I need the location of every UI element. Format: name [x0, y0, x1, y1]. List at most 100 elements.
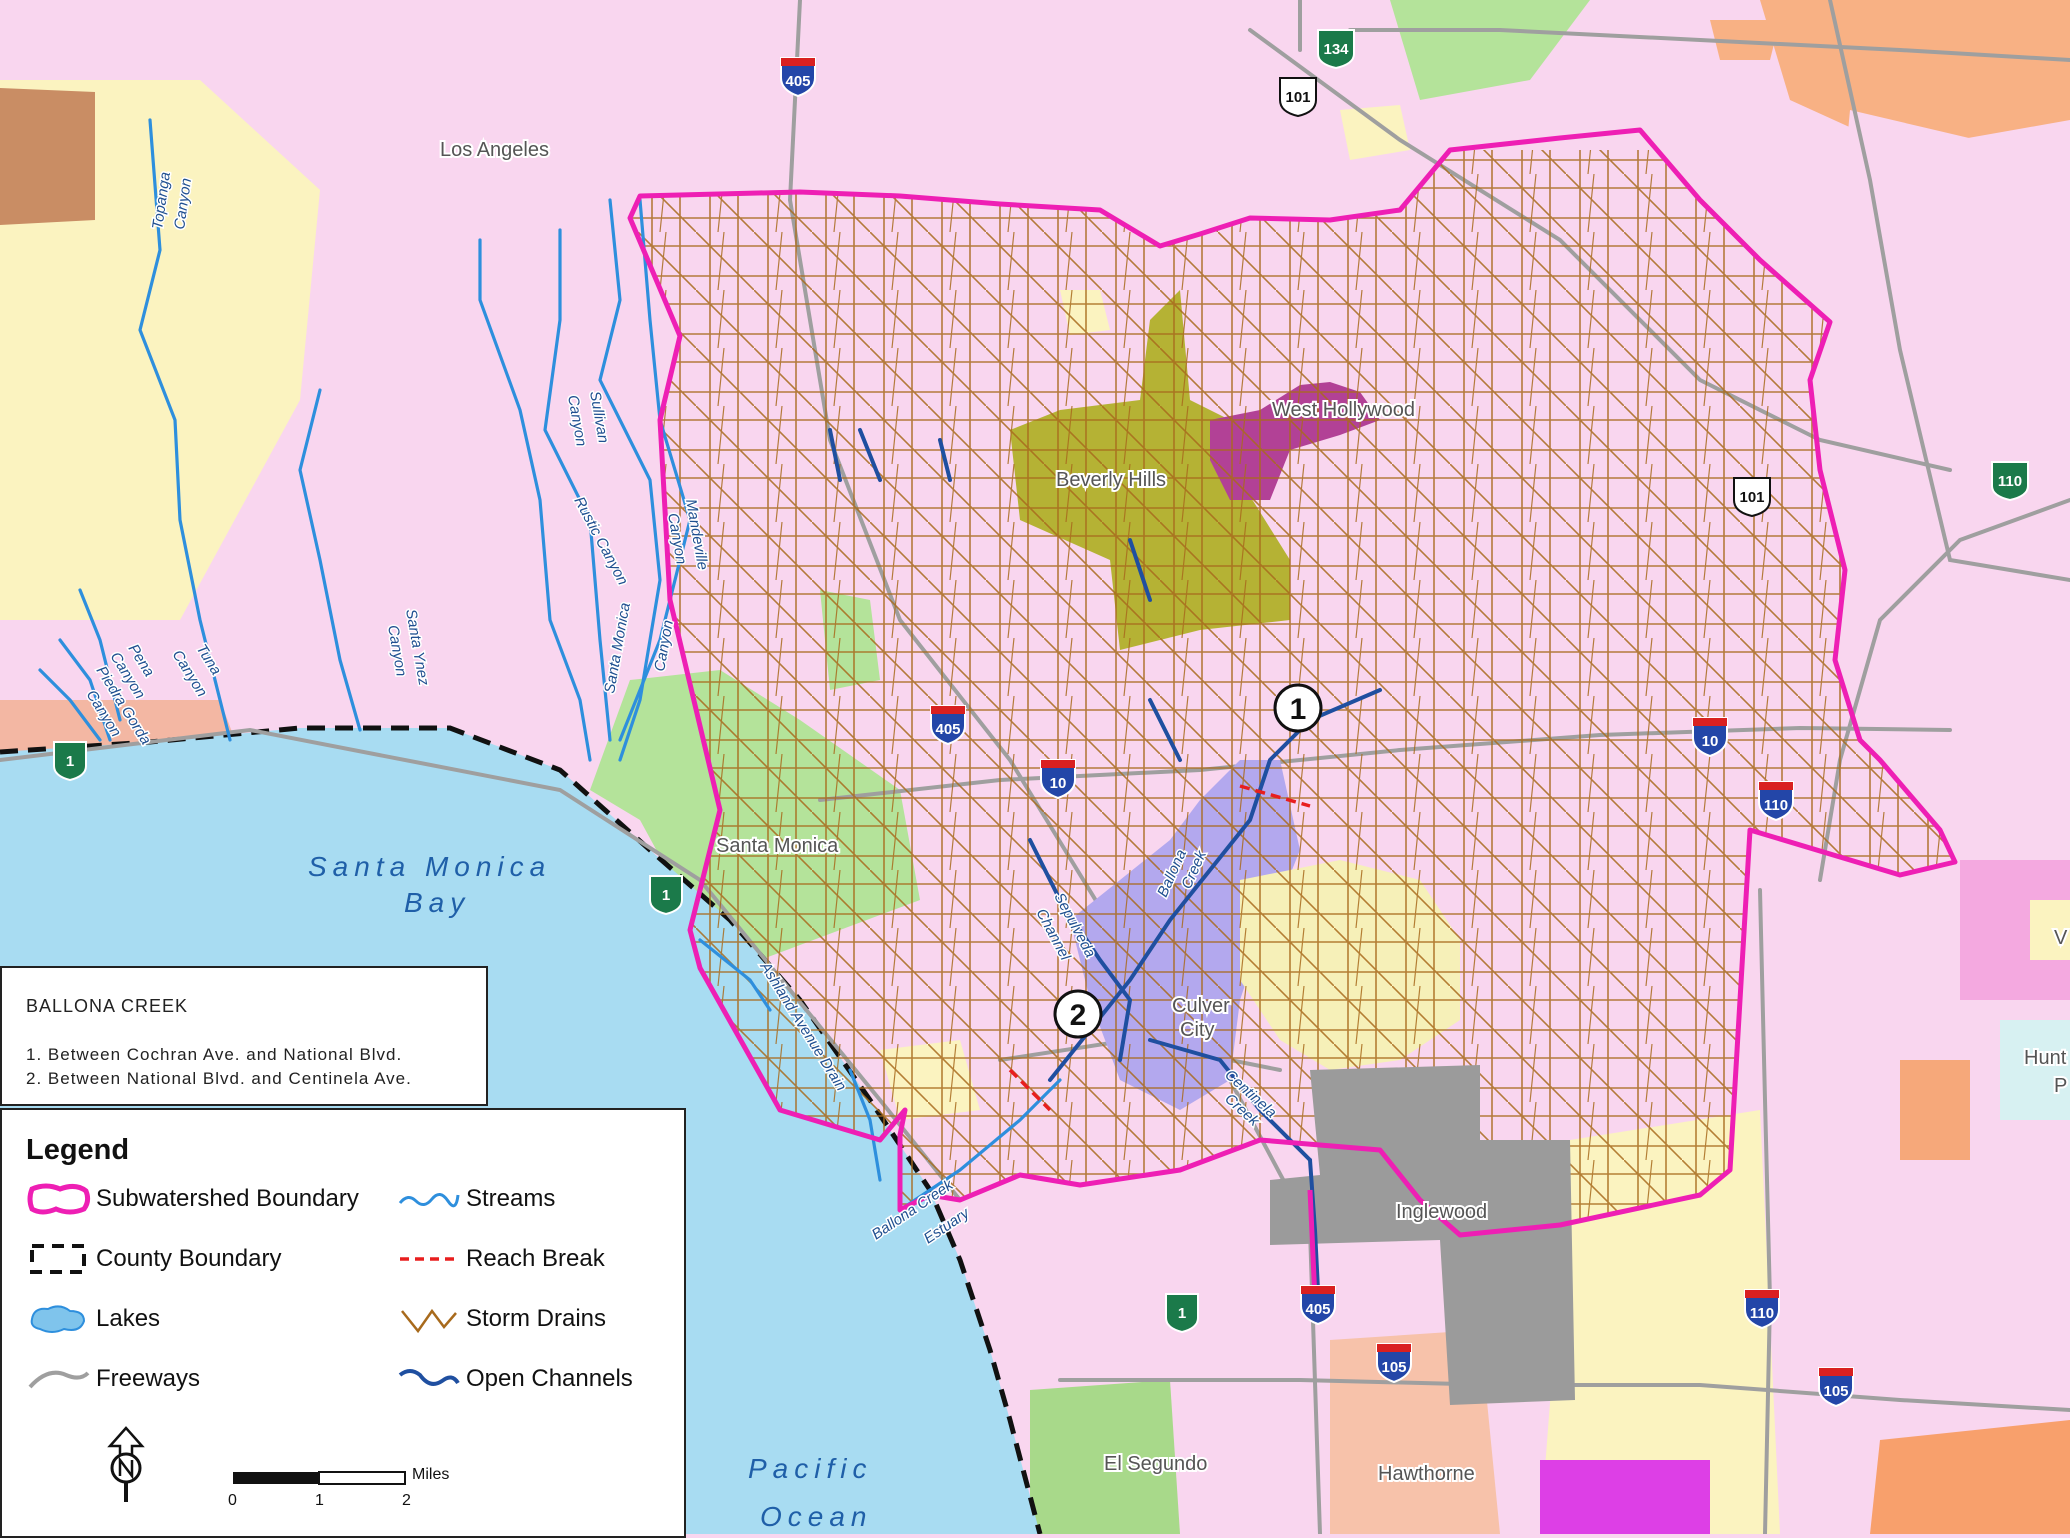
- legend-item-freeways: Freeways: [26, 1361, 396, 1397]
- pink-east-patch: [1960, 860, 2070, 1000]
- legend-label-freeways: Freeways: [96, 1365, 201, 1392]
- label-v-partial: V: [2054, 927, 2068, 949]
- svg-text:1: 1: [662, 887, 670, 904]
- legend-label-storm-drains: Storm Drains: [466, 1305, 607, 1332]
- label-hunt-partial: Hunt: [2024, 1047, 2067, 1069]
- centinela-channel: [1148, 1038, 1312, 1162]
- svg-text:110: 110: [1764, 797, 1788, 814]
- reach-break-2: [1008, 1068, 1052, 1112]
- legend-item-subwatershed: Subwatershed Boundary: [26, 1181, 396, 1217]
- reach-marker-2: 2: [1053, 989, 1103, 1039]
- freeways-icon: [28, 1370, 90, 1389]
- label-inglewood: Inglewood: [1396, 1201, 1487, 1223]
- north-arrow-icon: [107, 1426, 145, 1502]
- state-shield-1-mid: 1: [649, 875, 683, 916]
- freeway-110-south: [1758, 888, 1773, 1534]
- freeway-east-ne: [1828, 0, 2070, 582]
- legend-label-subwatershed: Subwatershed Boundary: [96, 1185, 359, 1212]
- streams-icon: [398, 1193, 460, 1208]
- orange-south-east: [1870, 1420, 2070, 1534]
- state-shield-134: 134: [1317, 29, 1355, 70]
- svg-text:405: 405: [1305, 1301, 1330, 1318]
- sepulveda-channel: [1028, 838, 1133, 1062]
- us-shield-101-top: 101: [1279, 77, 1317, 118]
- svg-text:405: 405: [785, 73, 810, 90]
- reach-item-2: 2. Between National Blvd. and Centinela …: [26, 1069, 412, 1088]
- svg-text:1: 1: [66, 753, 74, 770]
- reach-break-1: [1239, 784, 1311, 808]
- estuary-stream: [898, 1078, 1062, 1212]
- legend-item-reach-break: Reach Break: [396, 1241, 666, 1277]
- svg-text:134: 134: [1323, 41, 1349, 58]
- svg-text:1: 1: [1178, 1305, 1186, 1322]
- svg-text:101: 101: [1285, 89, 1310, 106]
- state-shield-1-south: 1: [1165, 1293, 1199, 1334]
- label-los-angeles: Los Angeles: [440, 139, 549, 161]
- reach-description-box: BALLONA CREEK 1. Between Cochran Ave. an…: [0, 966, 488, 1106]
- scale-tick-2: 2: [402, 1492, 411, 1509]
- legend-label-lakes: Lakes: [96, 1305, 161, 1332]
- interstate-shield-405-top: 405: [780, 57, 816, 98]
- freeway-105: [1058, 1378, 2070, 1412]
- interstate-shield-105-b: 105: [1818, 1367, 1854, 1408]
- reach-box-title: BALLONA CREEK: [26, 996, 189, 1016]
- svg-text:10: 10: [1702, 733, 1719, 750]
- label-pacific-ocean-1: Pacific: [748, 1453, 872, 1484]
- svg-text:405: 405: [935, 721, 960, 738]
- ballona-creek-channel: [1048, 688, 1382, 1082]
- reach-item-1: 1. Between Cochran Ave. and National Blv…: [26, 1045, 403, 1064]
- subwatershed-boundary-icon: [27, 1183, 91, 1215]
- topanga-brown-region: [0, 88, 95, 225]
- label-santa-monica-bay-1: Santa Monica: [308, 851, 551, 882]
- label-pacific-ocean-2: Ocean: [760, 1501, 873, 1532]
- reach-marker-1: 1: [1273, 683, 1323, 733]
- label-santa-ynez-1: Santa Ynez: [402, 608, 432, 688]
- county-boundary-icon: [30, 1244, 86, 1274]
- inglewood-area: [1270, 1065, 1575, 1405]
- label-rustic: Rustic Canyon: [570, 494, 631, 588]
- open-channels: [828, 428, 1382, 1292]
- svg-text:2: 2: [1070, 999, 1087, 1032]
- us-shield-101-east: 101: [1733, 477, 1771, 518]
- cream-east-1: [1830, 110, 2060, 420]
- legend-item-open-channels: Open Channels: [396, 1361, 666, 1397]
- subwatershed-boundary-south: [1307, 1189, 1318, 1301]
- scale-unit: Miles: [412, 1466, 450, 1483]
- green-north-region: [1390, 0, 1590, 100]
- interstate-shield-105-a: 105: [1376, 1343, 1412, 1384]
- scale-bar-graphic: [233, 1471, 406, 1485]
- label-santa-monica: Santa Monica: [716, 835, 839, 857]
- cyan-east-patch: [2000, 1020, 2070, 1120]
- label-p-partial: P: [2054, 1075, 2067, 1097]
- legend-label-streams: Streams: [466, 1185, 556, 1212]
- label-culver-city-2: City: [1180, 1019, 1214, 1041]
- svg-text:1: 1: [1290, 693, 1307, 726]
- legend-label-county: County Boundary: [96, 1245, 282, 1272]
- state-shield-1-west: 1: [53, 741, 87, 782]
- reach-break-icon: [400, 1257, 458, 1261]
- subwatershed-boundary: [627, 127, 1958, 1238]
- legend-item-streams: Streams: [396, 1181, 666, 1217]
- label-sullivan-2: Canyon: [564, 394, 590, 448]
- label-santa-monica-c-2: Canyon: [651, 619, 677, 673]
- orange-north-west: [1710, 20, 1780, 60]
- scale-bar: 0 1 2 Miles: [224, 1466, 474, 1516]
- interstate-shield-10-east: 10: [1692, 717, 1728, 758]
- svg-text:110: 110: [1998, 473, 2022, 490]
- interstate-shield-405-south: 405: [1300, 1285, 1336, 1326]
- label-west-hollywood: West Hollywood: [1272, 399, 1415, 421]
- svg-text:10: 10: [1050, 775, 1067, 792]
- label-santa-monica-c-1: Santa Monica: [601, 601, 634, 694]
- legend-title: Legend: [26, 1134, 130, 1166]
- label-culver-city-1: Culver: [1172, 995, 1230, 1017]
- reach-breaks: [1008, 784, 1311, 1112]
- interstate-shield-10-mid: 10: [1040, 759, 1076, 800]
- scale-tick-0: 0: [228, 1492, 237, 1509]
- interstate-shield-110-east: 110: [1758, 781, 1794, 822]
- legend-label-reach-break: Reach Break: [466, 1245, 605, 1272]
- legend-item-lakes: Lakes: [26, 1301, 396, 1337]
- state-shield-110: 110: [1991, 461, 2029, 502]
- freeway-top: [1348, 28, 2070, 62]
- green-el-segundo: [1030, 1380, 1180, 1534]
- cream-east-2: [2030, 900, 2070, 960]
